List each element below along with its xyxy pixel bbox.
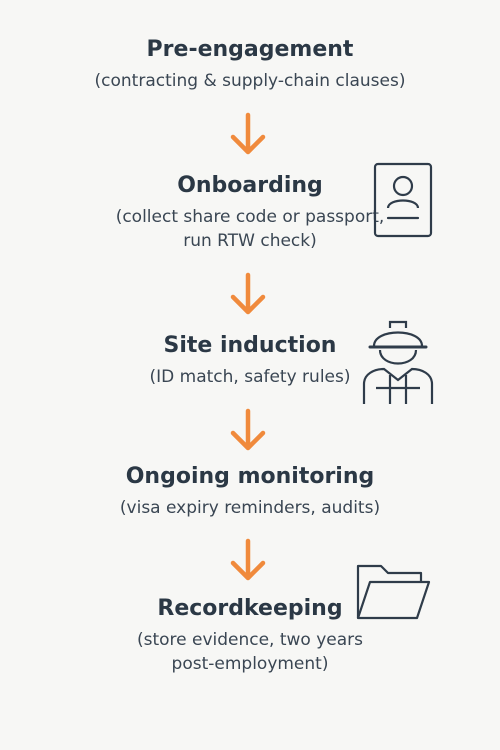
- down-arrow-icon: [230, 112, 266, 155]
- folder-icon: [356, 564, 431, 620]
- step-description: (visa expiry reminders, audits): [0, 496, 500, 520]
- step-title: Recordkeeping: [157, 596, 343, 621]
- hard-hat-worker-icon: [362, 320, 434, 404]
- step-title: Ongoing monitoring: [125, 464, 375, 489]
- step-ongoing-monitoring: Ongoing monitoring (visa expiry reminder…: [0, 463, 500, 520]
- id-card-icon: [373, 162, 433, 238]
- step-description-line: post-employment): [171, 654, 329, 674]
- step-pre-engagement: Pre-engagement (contracting & supply-cha…: [0, 36, 500, 93]
- down-arrow-icon: [230, 272, 266, 315]
- step-description-line: (ID match, safety rules): [149, 367, 351, 387]
- step-site-induction: Site induction (ID match, safety rules): [0, 332, 500, 389]
- step-description: (contracting & supply-chain clauses): [0, 69, 500, 93]
- step-title: Pre-engagement: [146, 37, 354, 62]
- step-description-line: (visa expiry reminders, audits): [119, 498, 381, 518]
- step-title: Site induction: [163, 333, 337, 358]
- step-description-line: (store evidence, two years: [136, 630, 364, 650]
- step-description-line: (contracting & supply-chain clauses): [94, 71, 406, 91]
- step-description-line: run RTW check): [183, 231, 317, 251]
- step-description: (ID match, safety rules): [0, 365, 500, 389]
- step-recordkeeping: Recordkeeping (store evidence, two years…: [0, 595, 500, 676]
- step-description-line: (collect share code or passport,: [115, 207, 385, 227]
- down-arrow-icon: [230, 538, 266, 581]
- down-arrow-icon: [230, 408, 266, 451]
- step-title: Onboarding: [177, 173, 323, 198]
- step-description: (collect share code or passport, run RTW…: [0, 205, 500, 253]
- step-description: (store evidence, two years post-employme…: [0, 628, 500, 676]
- step-onboarding: Onboarding (collect share code or passpo…: [0, 172, 500, 253]
